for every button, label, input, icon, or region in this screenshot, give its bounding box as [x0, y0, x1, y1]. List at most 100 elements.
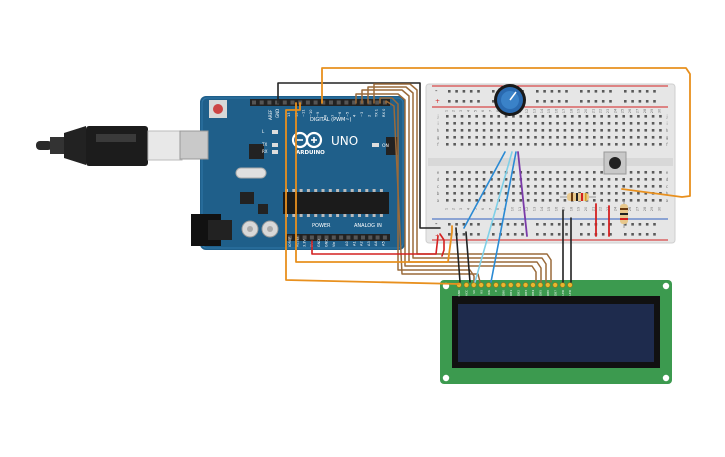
- rail-hole[interactable]: [513, 223, 517, 226]
- breadboard-hole[interactable]: [622, 192, 625, 195]
- breadboard-hole[interactable]: [541, 171, 545, 174]
- breadboard-hole[interactable]: [541, 185, 545, 188]
- breadboard-hole[interactable]: [453, 129, 456, 132]
- lcd-pin[interactable]: [559, 282, 566, 288]
- breadboard-hole[interactable]: [504, 115, 508, 118]
- rail-hole[interactable]: [565, 90, 568, 93]
- rail-hole[interactable]: [492, 233, 495, 236]
- breadboard-hole[interactable]: [446, 122, 449, 125]
- rail-hole[interactable]: [543, 233, 546, 236]
- breadboard-hole[interactable]: [512, 143, 515, 146]
- rail-hole[interactable]: [624, 233, 627, 236]
- breadboard-hole[interactable]: [497, 115, 501, 118]
- breadboard-hole[interactable]: [497, 122, 501, 125]
- breadboard-hole[interactable]: [659, 115, 662, 118]
- breadboard-hole[interactable]: [541, 115, 545, 118]
- breadboard-hole[interactable]: [651, 122, 655, 125]
- breadboard-hole[interactable]: [460, 199, 464, 202]
- breadboard-hole[interactable]: [541, 122, 545, 125]
- breadboard-hole[interactable]: [497, 171, 501, 174]
- breadboard-hole[interactable]: [446, 115, 449, 118]
- breadboard-hole[interactable]: [519, 192, 523, 195]
- breadboard-hole[interactable]: [519, 143, 523, 146]
- breadboard-hole[interactable]: [556, 136, 559, 139]
- breadboard-hole[interactable]: [526, 192, 530, 195]
- breadboard-hole[interactable]: [585, 178, 589, 181]
- breadboard-hole[interactable]: [541, 129, 545, 132]
- breadboard-hole[interactable]: [593, 178, 596, 181]
- breadboard[interactable]: + - - + 11223344556677889910101111121213…: [425, 83, 676, 244]
- header-hole[interactable]: [309, 235, 314, 240]
- breadboard-hole[interactable]: [637, 178, 640, 181]
- breadboard-hole[interactable]: [548, 185, 552, 188]
- breadboard-hole[interactable]: [468, 192, 471, 195]
- breadboard-hole[interactable]: [585, 129, 589, 132]
- header-hole[interactable]: [382, 100, 387, 105]
- breadboard-hole[interactable]: [541, 199, 545, 202]
- breadboard-hole[interactable]: [490, 143, 493, 146]
- breadboard-hole[interactable]: [600, 185, 603, 188]
- rail-hole[interactable]: [492, 90, 495, 93]
- breadboard-hole[interactable]: [570, 122, 574, 125]
- rail-hole[interactable]: [601, 233, 605, 236]
- breadboard-hole[interactable]: [482, 143, 486, 146]
- rail-hole[interactable]: [653, 223, 656, 226]
- reset-button-cap[interactable]: [213, 104, 223, 114]
- breadboard-hole[interactable]: [453, 122, 456, 125]
- breadboard-hole[interactable]: [504, 122, 508, 125]
- breadboard-hole[interactable]: [622, 143, 625, 146]
- breadboard-hole[interactable]: [629, 143, 633, 146]
- breadboard-hole[interactable]: [453, 143, 456, 146]
- breadboard-hole[interactable]: [578, 129, 581, 132]
- breadboard-hole[interactable]: [556, 185, 559, 188]
- breadboard-hole[interactable]: [490, 192, 493, 195]
- breadboard-hole[interactable]: [512, 129, 515, 132]
- breadboard-hole[interactable]: [504, 185, 508, 188]
- breadboard-hole[interactable]: [637, 171, 640, 174]
- breadboard-hole[interactable]: [622, 115, 625, 118]
- breadboard-hole[interactable]: [490, 178, 493, 181]
- breadboard-hole[interactable]: [585, 115, 589, 118]
- breadboard-hole[interactable]: [659, 122, 662, 125]
- rail-hole[interactable]: [631, 223, 634, 226]
- rail-hole[interactable]: [601, 100, 605, 103]
- breadboard-hole[interactable]: [659, 199, 662, 202]
- breadboard-hole[interactable]: [563, 199, 567, 202]
- rail-hole[interactable]: [462, 223, 466, 226]
- breadboard-hole[interactable]: [468, 122, 471, 125]
- rail-hole[interactable]: [609, 100, 612, 103]
- breadboard-hole[interactable]: [475, 129, 478, 132]
- breadboard-hole[interactable]: [556, 199, 559, 202]
- rail-hole[interactable]: [565, 223, 568, 226]
- header-hole[interactable]: [267, 100, 272, 105]
- rail-hole[interactable]: [536, 100, 539, 103]
- breadboard-hole[interactable]: [600, 199, 603, 202]
- rail-hole[interactable]: [587, 233, 590, 236]
- breadboard-hole[interactable]: [563, 115, 567, 118]
- breadboard-hole[interactable]: [659, 129, 662, 132]
- breadboard-hole[interactable]: [460, 185, 464, 188]
- lcd-pin[interactable]: [500, 282, 507, 288]
- header-hole[interactable]: [295, 235, 300, 240]
- breadboard-hole[interactable]: [534, 115, 537, 118]
- breadboard-hole[interactable]: [615, 199, 618, 202]
- breadboard-hole[interactable]: [651, 178, 655, 181]
- breadboard-hole[interactable]: [475, 171, 478, 174]
- breadboard-hole[interactable]: [637, 129, 640, 132]
- breadboard-hole[interactable]: [512, 136, 515, 139]
- breadboard-hole[interactable]: [548, 122, 552, 125]
- rail-hole[interactable]: [594, 90, 598, 93]
- breadboard-hole[interactable]: [578, 178, 581, 181]
- breadboard-hole[interactable]: [593, 129, 596, 132]
- rail-hole[interactable]: [601, 90, 605, 93]
- rail-hole[interactable]: [477, 100, 480, 103]
- breadboard-hole[interactable]: [446, 178, 449, 181]
- breadboard-hole[interactable]: [453, 115, 456, 118]
- breadboard-hole[interactable]: [578, 122, 581, 125]
- breadboard-hole[interactable]: [497, 185, 501, 188]
- breadboard-hole[interactable]: [548, 115, 552, 118]
- breadboard-hole[interactable]: [563, 143, 567, 146]
- breadboard-hole[interactable]: [526, 115, 530, 118]
- breadboard-hole[interactable]: [593, 171, 596, 174]
- breadboard-hole[interactable]: [651, 136, 655, 139]
